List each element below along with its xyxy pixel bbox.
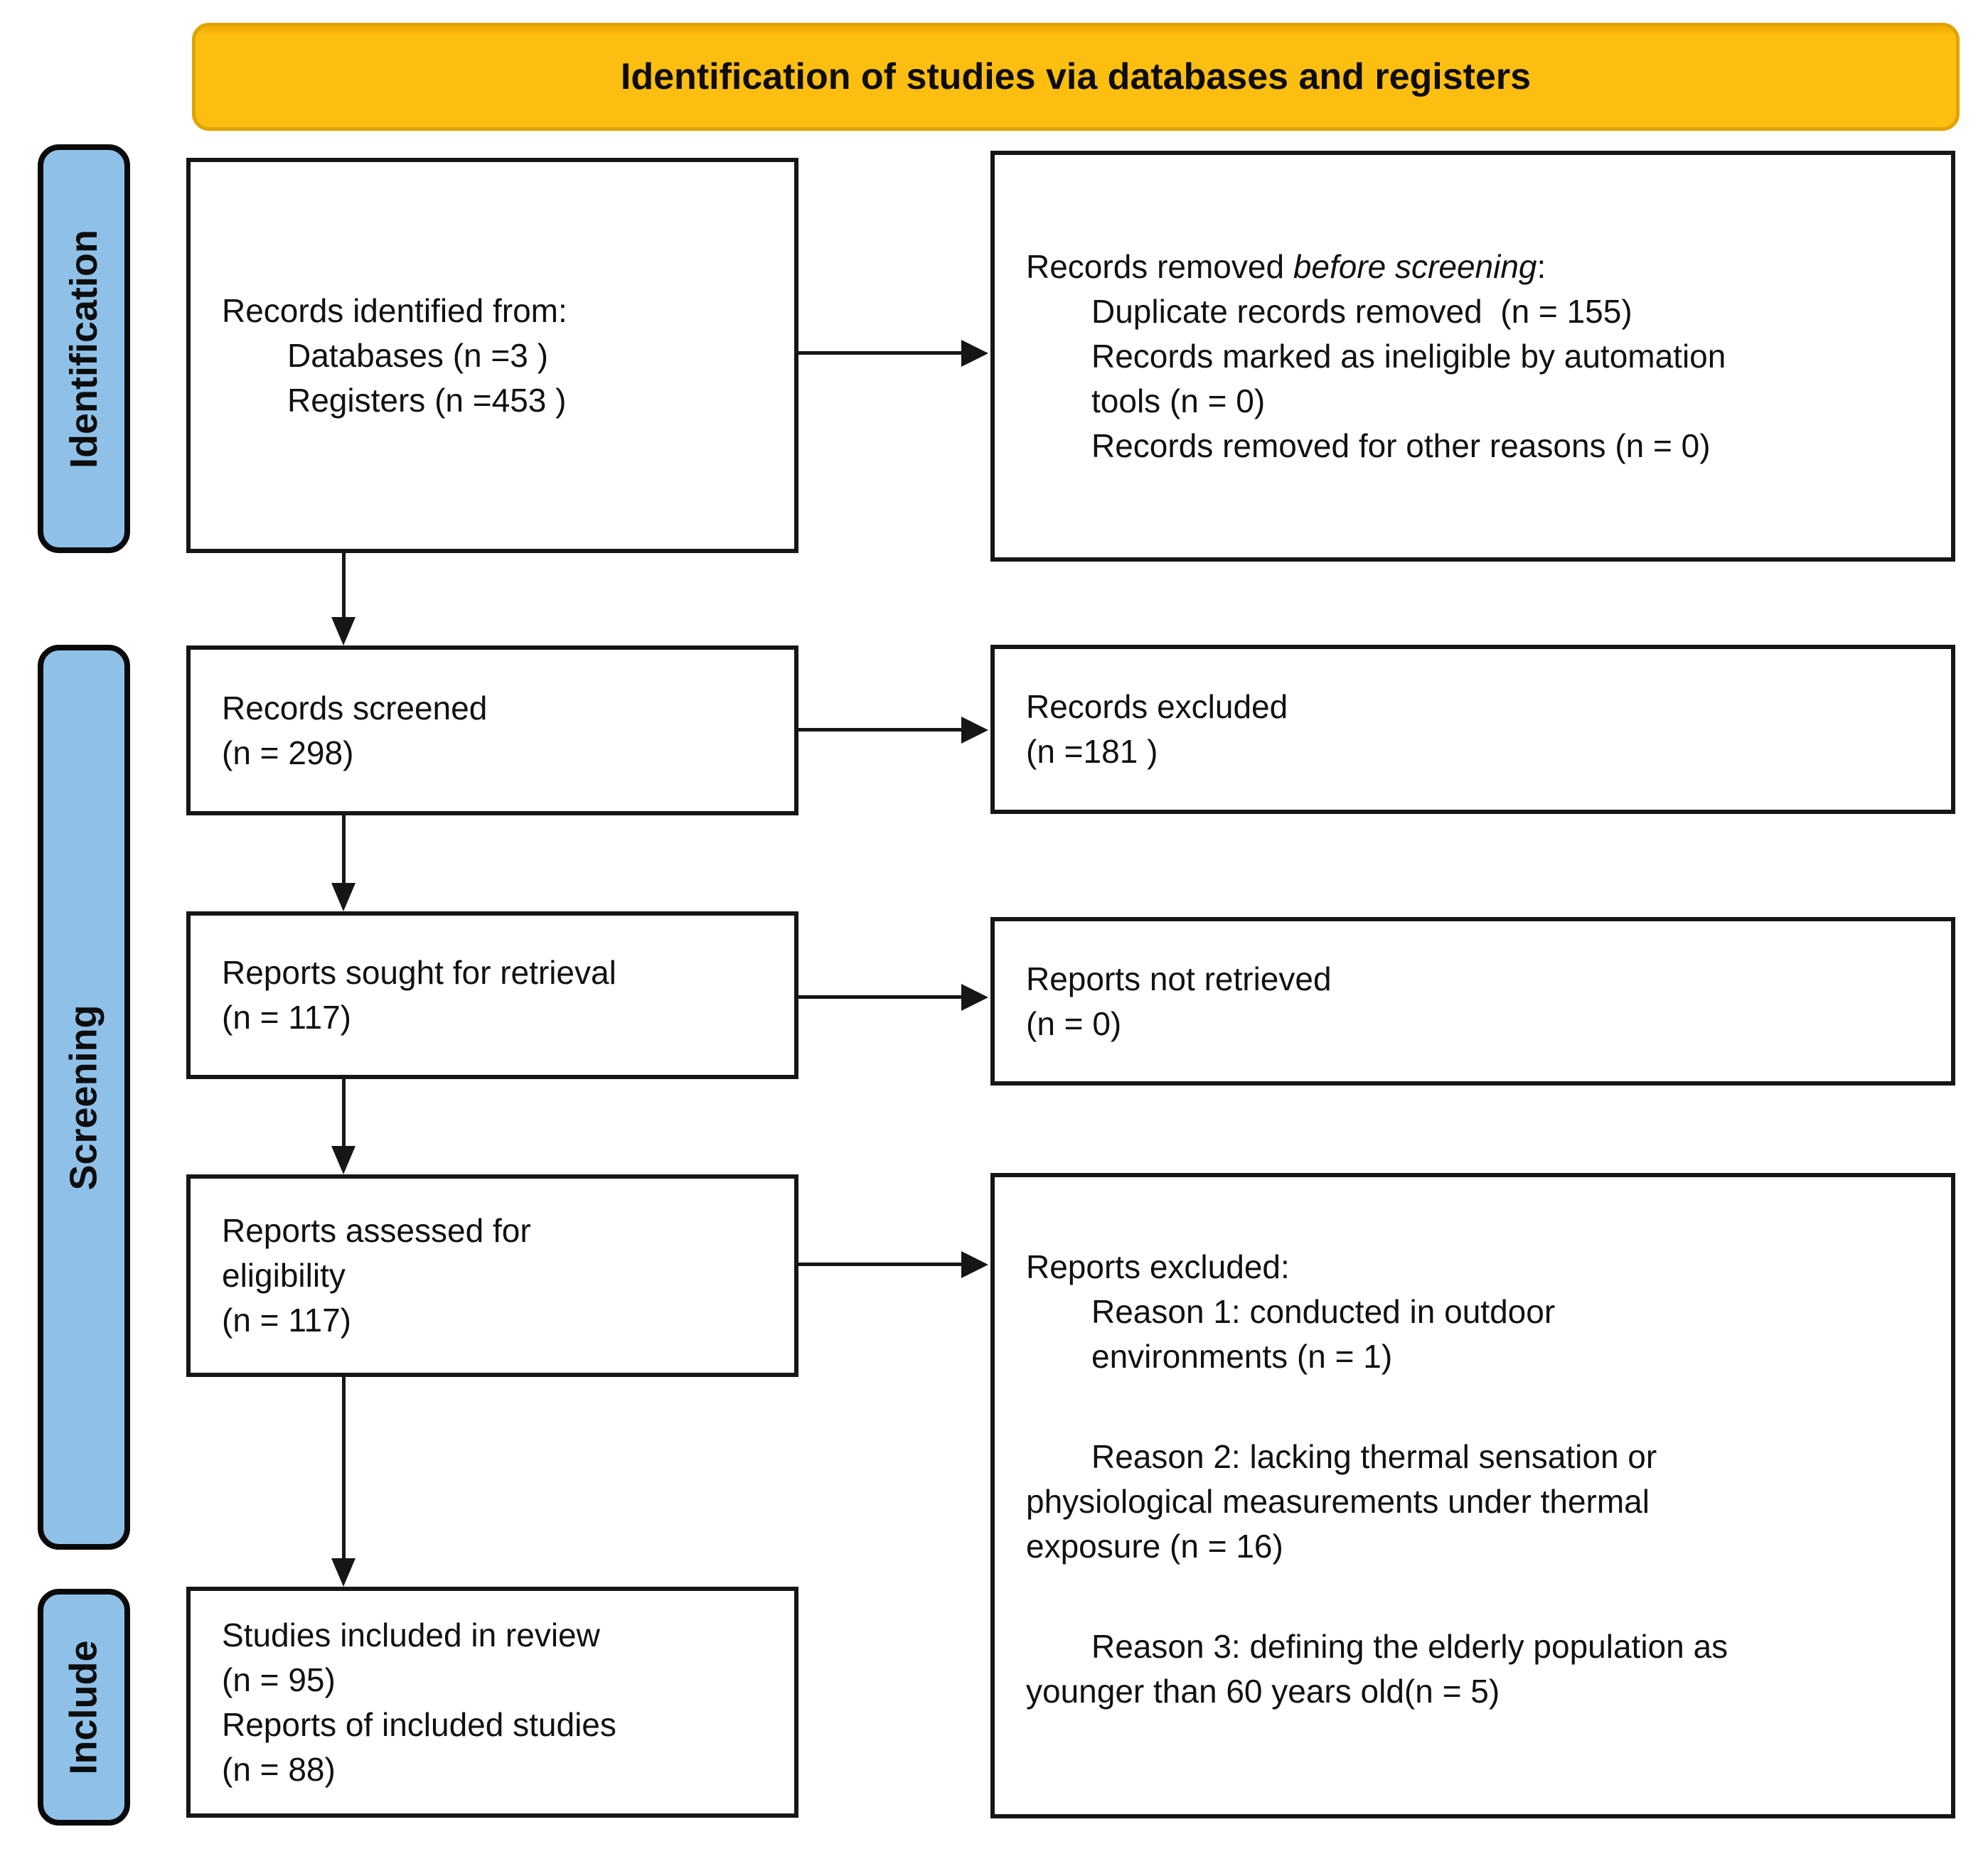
title-suffix: : — [1537, 247, 1546, 285]
text-line: (n =181 ) — [1026, 733, 1158, 770]
arrow-screened-to-sought-line — [342, 815, 346, 884]
arrow-screened-to-excluded-head — [961, 717, 988, 744]
title-prefix: Records removed — [1026, 247, 1293, 285]
text-line: Duplicate records removed (n = 155) — [1091, 292, 1632, 330]
text-line: (n = 0) — [1026, 1004, 1122, 1042]
text-line: eligibility — [222, 1257, 346, 1294]
title-italic: before screening — [1293, 247, 1537, 285]
arrow-sought-to-notretrieved-head — [961, 984, 988, 1011]
text-line: Databases (n =3 ) — [287, 336, 548, 374]
box-records-screened: Records screened (n = 298) — [186, 645, 798, 815]
text-line: environments (n = 1) — [1091, 1338, 1393, 1375]
text-line: Reports sought for retrieval — [222, 954, 616, 991]
stage-screening: Screening — [38, 645, 130, 1550]
text-line: exposure (n = 16) — [1026, 1528, 1283, 1565]
text-line: Reports of included studies — [222, 1705, 616, 1743]
paragraph-gap — [1026, 1569, 1923, 1624]
box-records-excluded: Records excluded (n =181 ) — [990, 645, 1955, 814]
arrow-identified-to-removed-head — [961, 340, 988, 367]
text-line: (n = 298) — [222, 734, 354, 771]
arrow-identified-to-screened-line — [342, 553, 346, 618]
text-line: Records excluded — [1026, 688, 1288, 725]
box-records-identified: Records identified from: Databases (n =3… — [186, 158, 798, 553]
text-line: (n = 95) — [222, 1661, 336, 1698]
stage-include: Include — [38, 1589, 130, 1826]
arrow-assessed-to-included-head — [331, 1558, 356, 1587]
arrow-screened-to-sought-head — [331, 883, 356, 911]
box-records-removed: Records removed before screening: Duplic… — [990, 151, 1955, 562]
arrow-sought-to-assessed-head — [331, 1146, 356, 1174]
arrow-assessed-to-included-line — [342, 1377, 346, 1560]
records-removed-title: Records removed before screening: — [1026, 245, 1923, 289]
banner: Identification of studies via databases … — [192, 23, 1960, 131]
stage-include-label: Include — [63, 1639, 105, 1775]
arrow-identified-to-screened-head — [331, 617, 356, 645]
stage-screening-label: Screening — [63, 1004, 105, 1191]
text-line: (n = 117) — [222, 999, 351, 1036]
arrow-sought-to-assessed-line — [342, 1079, 346, 1147]
arrow-assessed-to-reasons-line — [798, 1263, 964, 1266]
text-line: tools (n = 0) — [1091, 382, 1266, 419]
text-line: Reports not retrieved — [1026, 960, 1332, 997]
text-line: Reason 3: defining the elderly populatio… — [1091, 1628, 1728, 1665]
text-line: younger than 60 years old(n = 5) — [1026, 1673, 1500, 1710]
text-line: Reports assessed for — [222, 1212, 531, 1249]
banner-title: Identification of studies via databases … — [620, 56, 1532, 97]
box-reports-assessed: Reports assessed for eligibility (n = 11… — [186, 1174, 798, 1377]
arrow-screened-to-excluded-line — [798, 728, 964, 731]
text-line: Studies included in review — [222, 1616, 600, 1654]
text-line: physiological measurements under thermal — [1026, 1483, 1650, 1520]
text-line: Records removed for other reasons (n = 0… — [1091, 427, 1711, 464]
box-studies-included: Studies included in review (n = 95) Repo… — [186, 1587, 798, 1818]
arrow-assessed-to-reasons-head — [961, 1251, 988, 1278]
box-reports-not-retrieved: Reports not retrieved (n = 0) — [990, 917, 1955, 1086]
text-line: Reports excluded: — [1026, 1248, 1290, 1285]
text-line: (n = 117) — [222, 1302, 351, 1339]
text-line: Reason 1: conducted in outdoor — [1091, 1293, 1556, 1330]
text-line: Records marked as ineligible by automati… — [1091, 337, 1726, 375]
box-reports-sought: Reports sought for retrieval (n = 117) — [186, 911, 798, 1079]
stage-identification: Identification — [38, 144, 130, 553]
text-line: Reason 2: lacking thermal sensation or — [1091, 1438, 1657, 1475]
text-line: Records screened — [222, 689, 488, 727]
arrow-sought-to-notretrieved-line — [798, 995, 964, 999]
box-reports-excluded-reasons: Reports excluded: Reason 1: conducted in… — [990, 1173, 1955, 1818]
text-line: Registers (n =453 ) — [287, 381, 567, 419]
text-line: (n = 88) — [222, 1750, 336, 1788]
arrow-identified-to-removed-line — [798, 351, 964, 355]
stage-identification-label: Identification — [63, 229, 105, 468]
paragraph-gap — [1026, 1379, 1923, 1435]
text-line: Records identified from: — [222, 291, 567, 329]
